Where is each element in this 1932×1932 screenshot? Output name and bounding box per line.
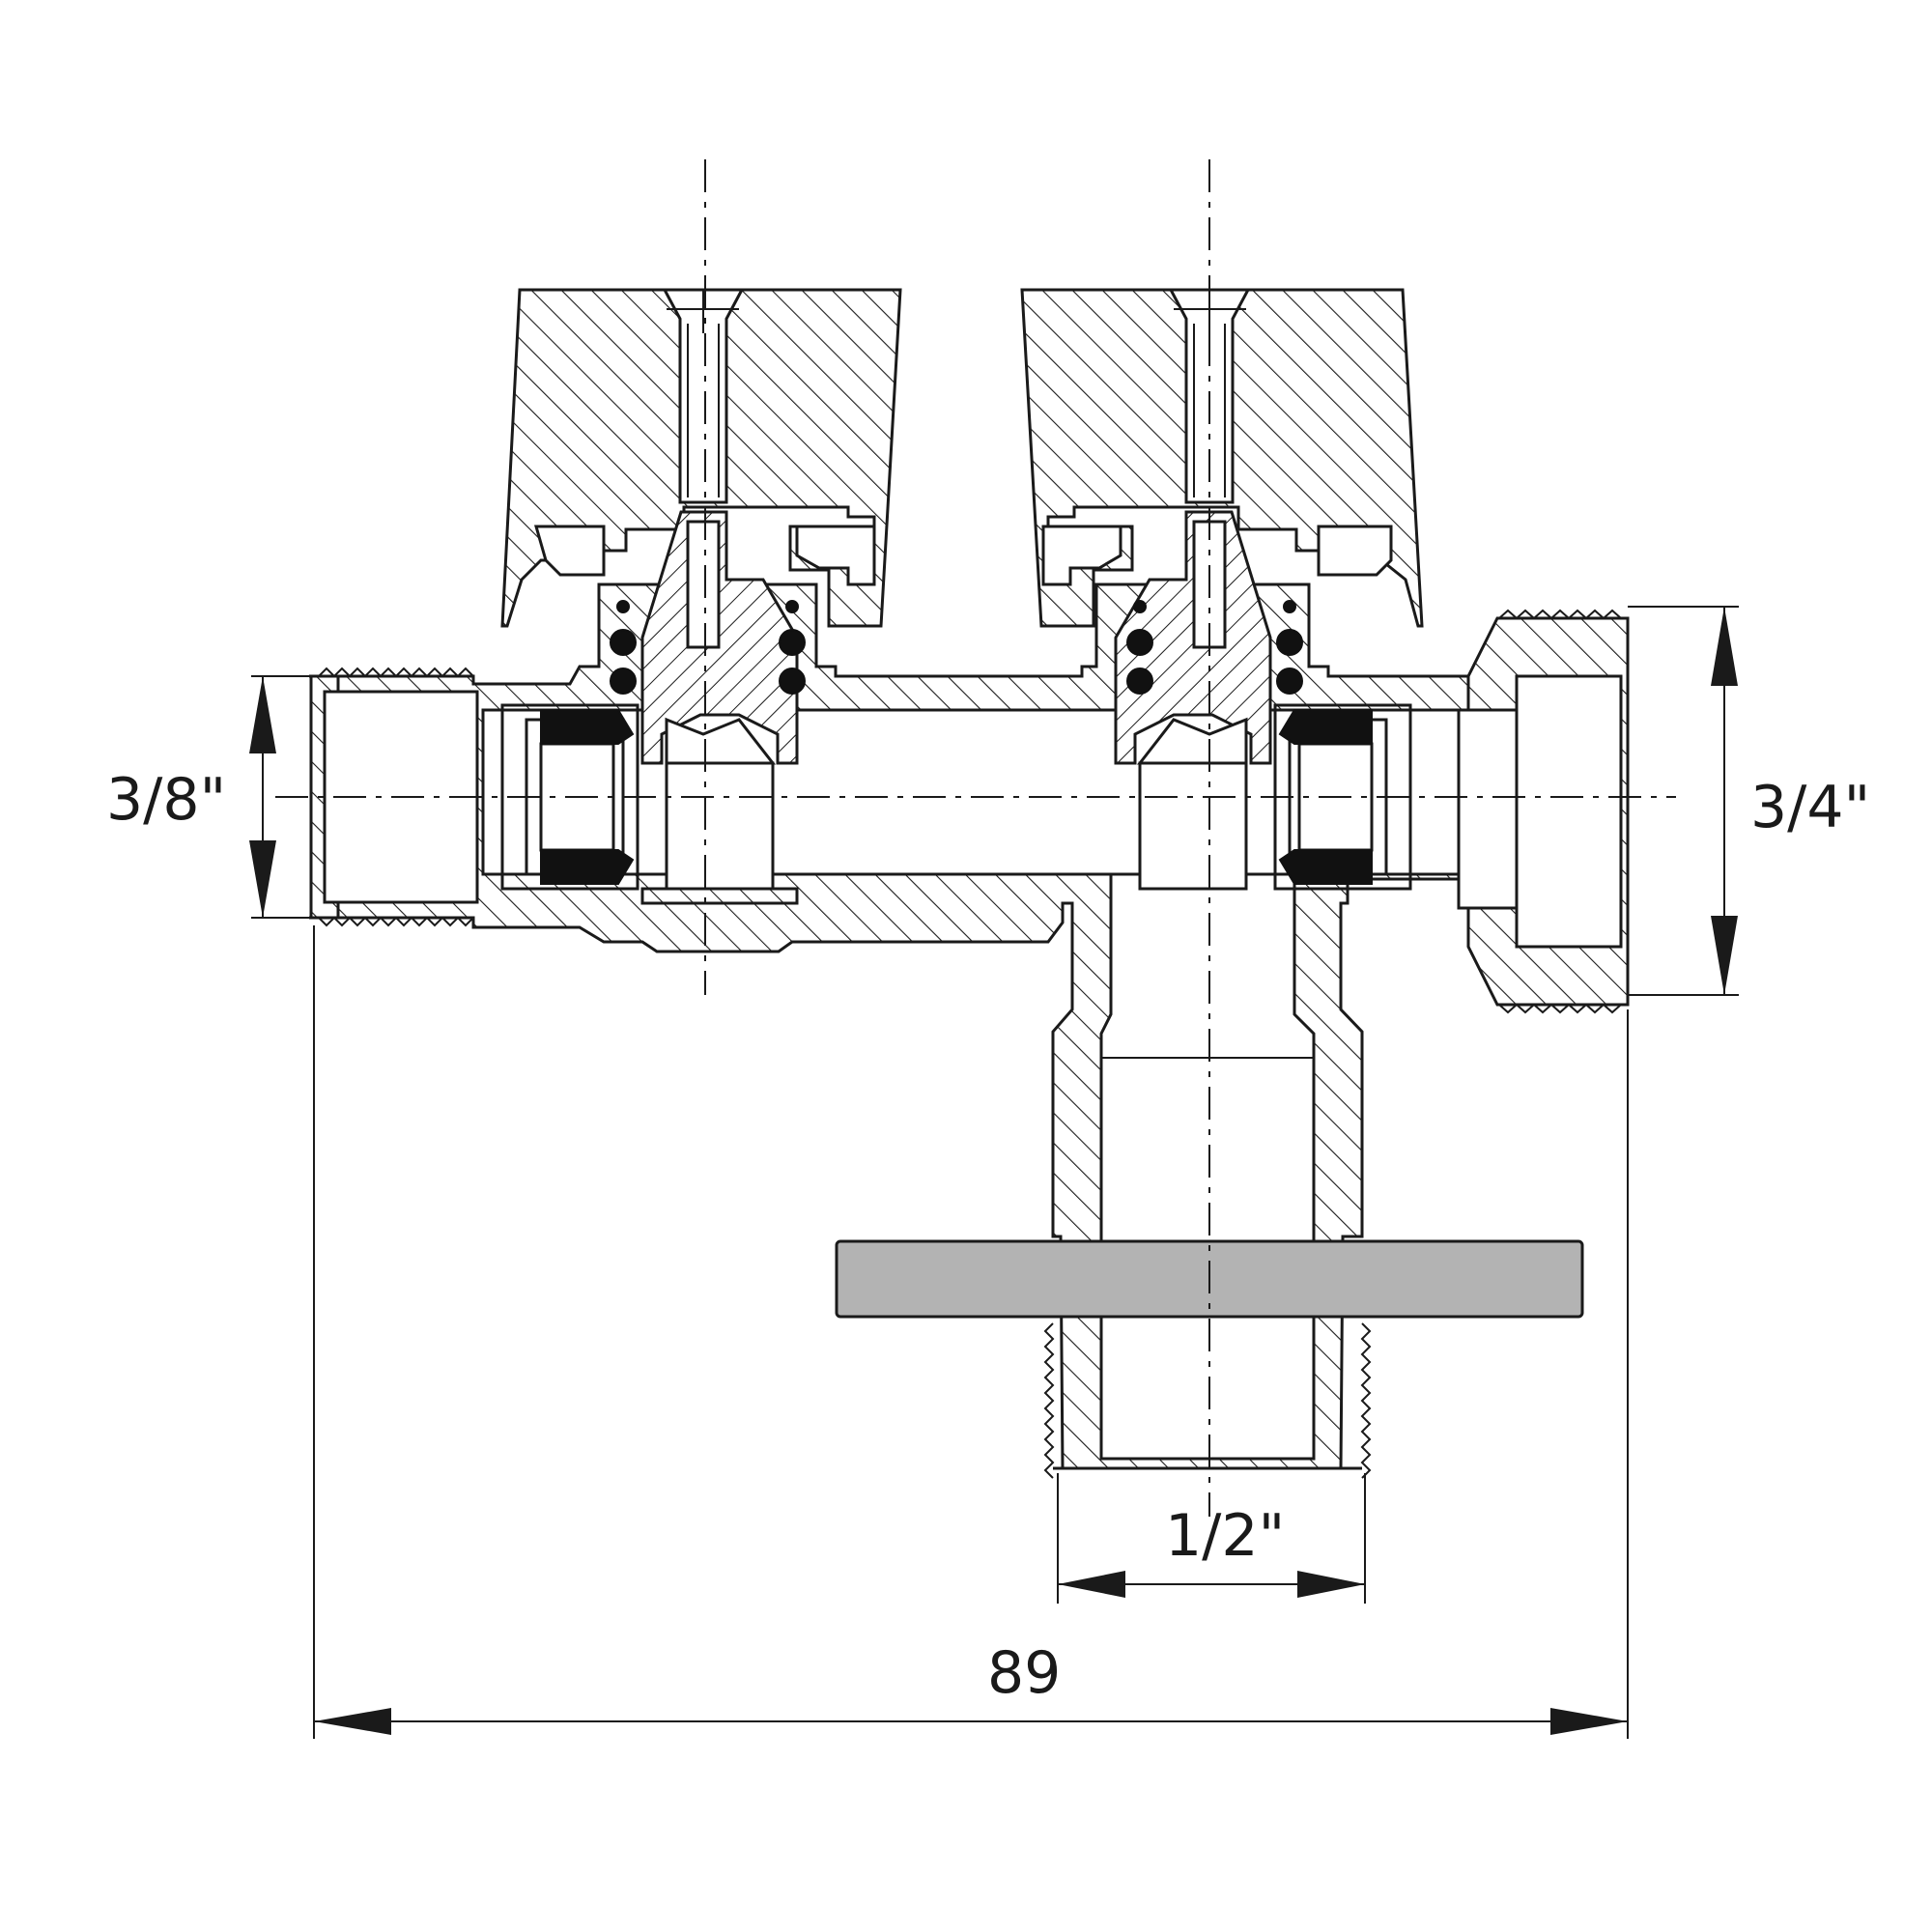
dimension-label-outlet-right: 3/4" [1750,774,1870,841]
right-valve-cartridge [1114,510,1461,891]
right-handwheel [1020,288,1424,628]
center-lines [275,159,1676,1517]
dimension-1-2 [1057,1473,1366,1604]
dimension-label-outlet-bottom: 1/2" [1165,1502,1285,1570]
dimension-89 [313,925,1629,1739]
dimension-label-overall: 89 [987,1639,1061,1707]
dimension-3-8 [249,675,319,919]
bottom-outlet-thread [1043,1322,1372,1479]
left-valve-cartridge [500,510,806,905]
left-handwheel [500,288,902,628]
dimension-3-4 [1628,606,1739,996]
right-outlet-thread [1457,609,1630,1014]
dimension-label-inlet: 3/8" [106,766,226,834]
